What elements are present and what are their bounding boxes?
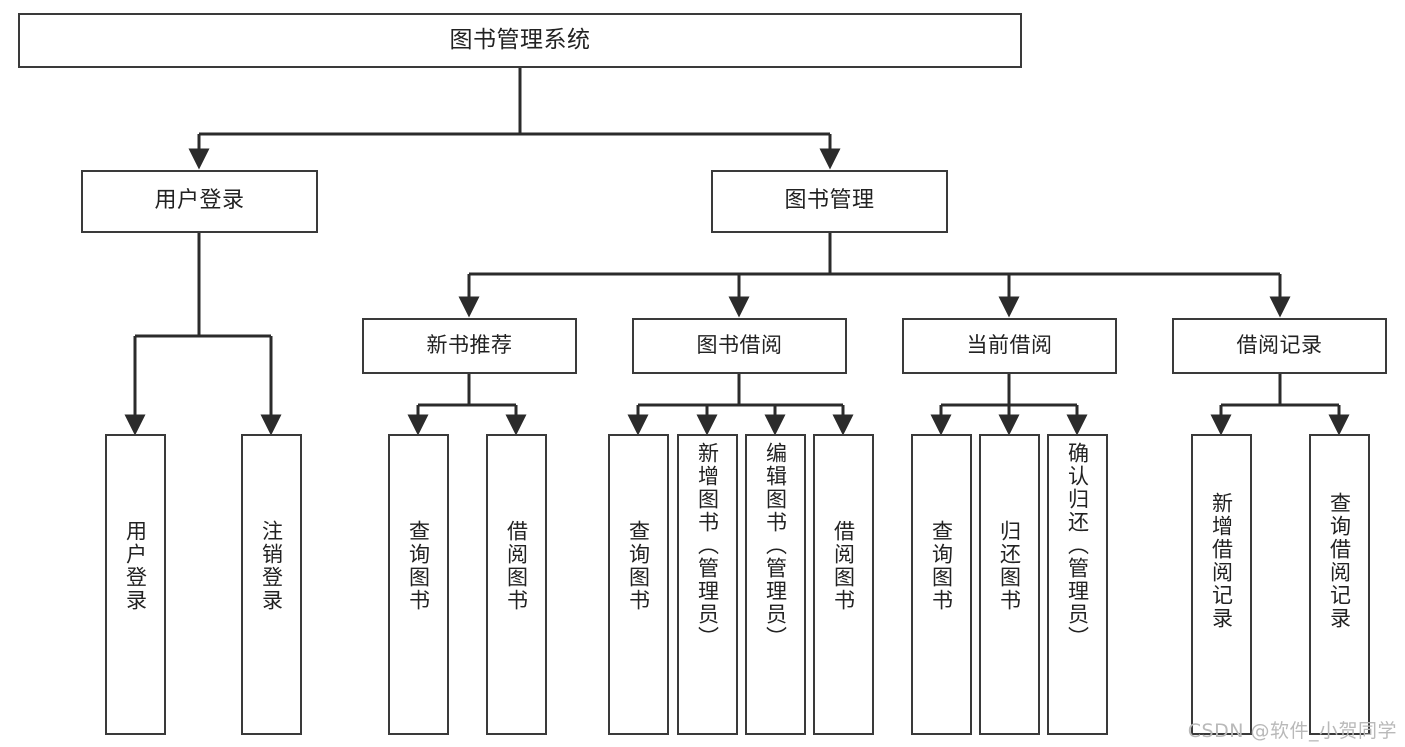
node-root-label: 图书管理系统 bbox=[449, 27, 591, 54]
node-user-login-label: 用户登录 bbox=[154, 188, 245, 214]
node-leaf-confirm-return[interactable]: 确认归还（管理员） bbox=[1047, 434, 1108, 735]
node-leaf-user-login[interactable]: 用户登录 bbox=[105, 434, 166, 735]
node-leaf-edit-book[interactable]: 编辑图书（管理员） bbox=[745, 434, 806, 735]
node-leaf-query-book-3[interactable]: 查询图书 bbox=[911, 434, 972, 735]
node-user-login[interactable]: 用户登录 bbox=[81, 170, 318, 233]
node-leaf-user-logout[interactable]: 注销登录 bbox=[241, 434, 302, 735]
node-leaf-query-record[interactable]: 查询借阅记录 bbox=[1309, 434, 1370, 735]
node-leaf-query-book-1-label: 查询图书 bbox=[406, 520, 431, 612]
node-leaf-user-login-label: 用户登录 bbox=[123, 520, 148, 612]
node-book-manage-label: 图书管理 bbox=[784, 188, 875, 214]
node-leaf-borrow-book-1-label: 借阅图书 bbox=[504, 520, 529, 612]
node-leaf-add-record-label: 新增借阅记录 bbox=[1209, 492, 1234, 630]
node-leaf-borrow-book-2-label: 借阅图书 bbox=[831, 520, 856, 612]
node-leaf-add-book-label: 新增图书（管理员） bbox=[695, 442, 720, 649]
node-leaf-query-book-1[interactable]: 查询图书 bbox=[388, 434, 449, 735]
node-leaf-borrow-book-2[interactable]: 借阅图书 bbox=[813, 434, 874, 735]
node-new-book-recommend[interactable]: 新书推荐 bbox=[362, 318, 577, 374]
node-leaf-add-record[interactable]: 新增借阅记录 bbox=[1191, 434, 1252, 735]
node-leaf-query-record-label: 查询借阅记录 bbox=[1327, 492, 1352, 630]
node-book-borrow[interactable]: 图书借阅 bbox=[632, 318, 847, 374]
node-leaf-user-logout-label: 注销登录 bbox=[259, 520, 284, 612]
node-current-borrow[interactable]: 当前借阅 bbox=[902, 318, 1117, 374]
node-leaf-add-book[interactable]: 新增图书（管理员） bbox=[677, 434, 738, 735]
node-leaf-query-book-2[interactable]: 查询图书 bbox=[608, 434, 669, 735]
node-leaf-query-book-2-label: 查询图书 bbox=[626, 520, 651, 612]
node-root[interactable]: 图书管理系统 bbox=[18, 13, 1022, 68]
node-leaf-return-book-label: 归还图书 bbox=[997, 520, 1022, 612]
node-book-borrow-label: 图书借阅 bbox=[696, 333, 783, 358]
node-book-manage[interactable]: 图书管理 bbox=[711, 170, 948, 233]
node-leaf-return-book[interactable]: 归还图书 bbox=[979, 434, 1040, 735]
watermark: CSDN @软件_小贺同学 bbox=[1187, 720, 1397, 742]
node-leaf-edit-book-label: 编辑图书（管理员） bbox=[763, 442, 788, 649]
node-leaf-borrow-book-1[interactable]: 借阅图书 bbox=[486, 434, 547, 735]
node-leaf-query-book-3-label: 查询图书 bbox=[929, 520, 954, 612]
node-leaf-confirm-return-label: 确认归还（管理员） bbox=[1065, 442, 1090, 649]
node-new-book-recommend-label: 新书推荐 bbox=[426, 333, 513, 358]
node-borrow-record[interactable]: 借阅记录 bbox=[1172, 318, 1387, 374]
node-borrow-record-label: 借阅记录 bbox=[1236, 333, 1323, 358]
node-current-borrow-label: 当前借阅 bbox=[966, 333, 1053, 358]
